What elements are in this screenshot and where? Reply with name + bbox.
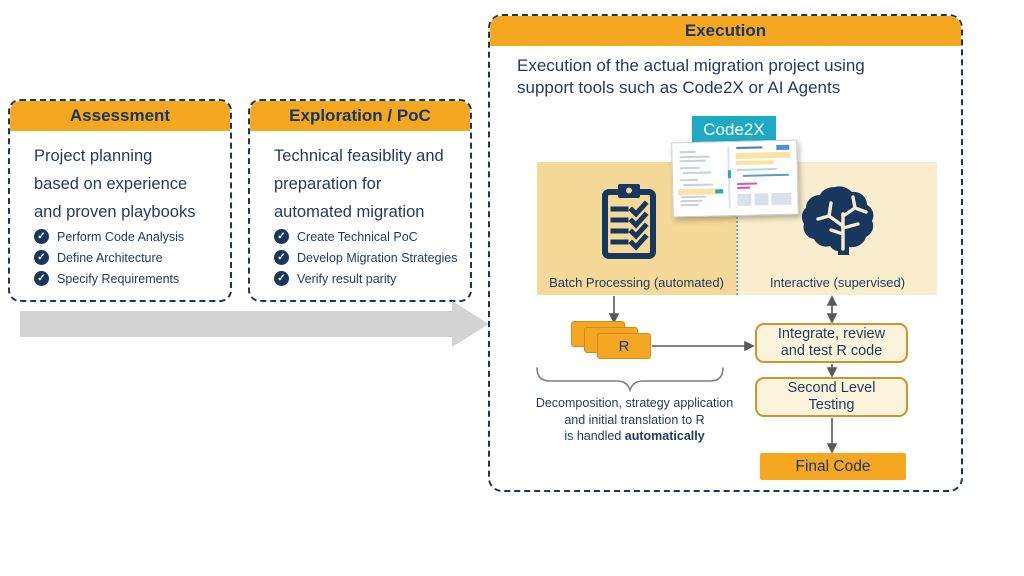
- assessment-header: Assessment: [10, 101, 230, 131]
- note-line-3-regular: is handled: [564, 429, 622, 443]
- note-line-1: Decomposition, strategy application: [535, 396, 734, 410]
- second-level-testing-box: Second Level Testing: [755, 377, 908, 417]
- list-item: ✓ Perform Code Analysis: [34, 229, 184, 244]
- r-document-front: R: [597, 333, 651, 359]
- check-item-label: Create Technical PoC: [297, 229, 418, 244]
- note-line-3: is handled automatically: [512, 428, 757, 445]
- check-circle-icon: ✓: [34, 250, 49, 265]
- exploration-header: Exploration / PoC: [250, 101, 470, 131]
- check-circle-icon: ✓: [274, 229, 289, 244]
- check-item-label: Develop Migration Strategies: [297, 250, 458, 265]
- check-item-label: Perform Code Analysis: [57, 229, 185, 244]
- code2x-badge-label: Code2X: [703, 119, 765, 139]
- note-line-2: and initial translation to R: [564, 412, 705, 427]
- list-item: ✓ Verify result parity: [274, 271, 458, 286]
- check-circle-icon: ✓: [274, 250, 289, 265]
- code2x-thumbnail-content: [678, 144, 792, 209]
- list-item: ✓ Develop Migration Strategies: [274, 250, 458, 265]
- integrate-review-box: Integrate, review and test R code: [755, 323, 908, 363]
- assessment-card: Assessment Project planning based on exp…: [8, 99, 232, 302]
- check-item-label: Define Architecture: [57, 250, 163, 265]
- exploration-checklist: ✓ Create Technical PoC ✓ Develop Migrati…: [274, 223, 458, 286]
- clipboard-checklist-icon: [602, 184, 656, 259]
- execution-title: Execution: [684, 21, 767, 40]
- final-code-box: Final Code: [760, 453, 906, 480]
- code2x-app-thumbnail: [671, 139, 799, 218]
- assessment-title: Assessment: [69, 106, 171, 125]
- check-circle-icon: ✓: [34, 271, 49, 286]
- execution-header: Execution: [490, 16, 961, 46]
- assessment-description: Project planning based on experience and…: [34, 147, 196, 221]
- check-item-label: Verify result parity: [297, 271, 397, 286]
- batch-zone-label: Batch Processing (automated): [549, 275, 724, 290]
- automation-note: Decomposition, strategy application and …: [512, 395, 757, 445]
- check-circle-icon: ✓: [34, 229, 49, 244]
- list-item: ✓ Define Architecture: [34, 250, 184, 265]
- check-item-label: Specify Requirements: [57, 271, 180, 286]
- r-document-label: R: [618, 337, 630, 355]
- execution-intro-text: Execution of the actual migration projec…: [517, 56, 865, 97]
- list-item: ✓ Specify Requirements: [34, 271, 184, 286]
- code2x-badge: Code2X: [692, 116, 776, 143]
- note-line-3-bold: automatically: [624, 429, 705, 443]
- interactive-zone-label: Interactive (supervised): [769, 275, 906, 290]
- exploration-description: Technical feasiblity and preparation for…: [274, 147, 444, 221]
- exploration-title: Exploration / PoC: [289, 106, 431, 125]
- exploration-poc-card: Exploration / PoC Technical feasiblity a…: [248, 99, 472, 302]
- list-item: ✓ Create Technical PoC: [274, 229, 458, 244]
- assessment-checklist: ✓ Perform Code Analysis ✓ Define Archite…: [34, 223, 184, 286]
- check-circle-icon: ✓: [274, 271, 289, 286]
- brain-icon: [802, 186, 874, 255]
